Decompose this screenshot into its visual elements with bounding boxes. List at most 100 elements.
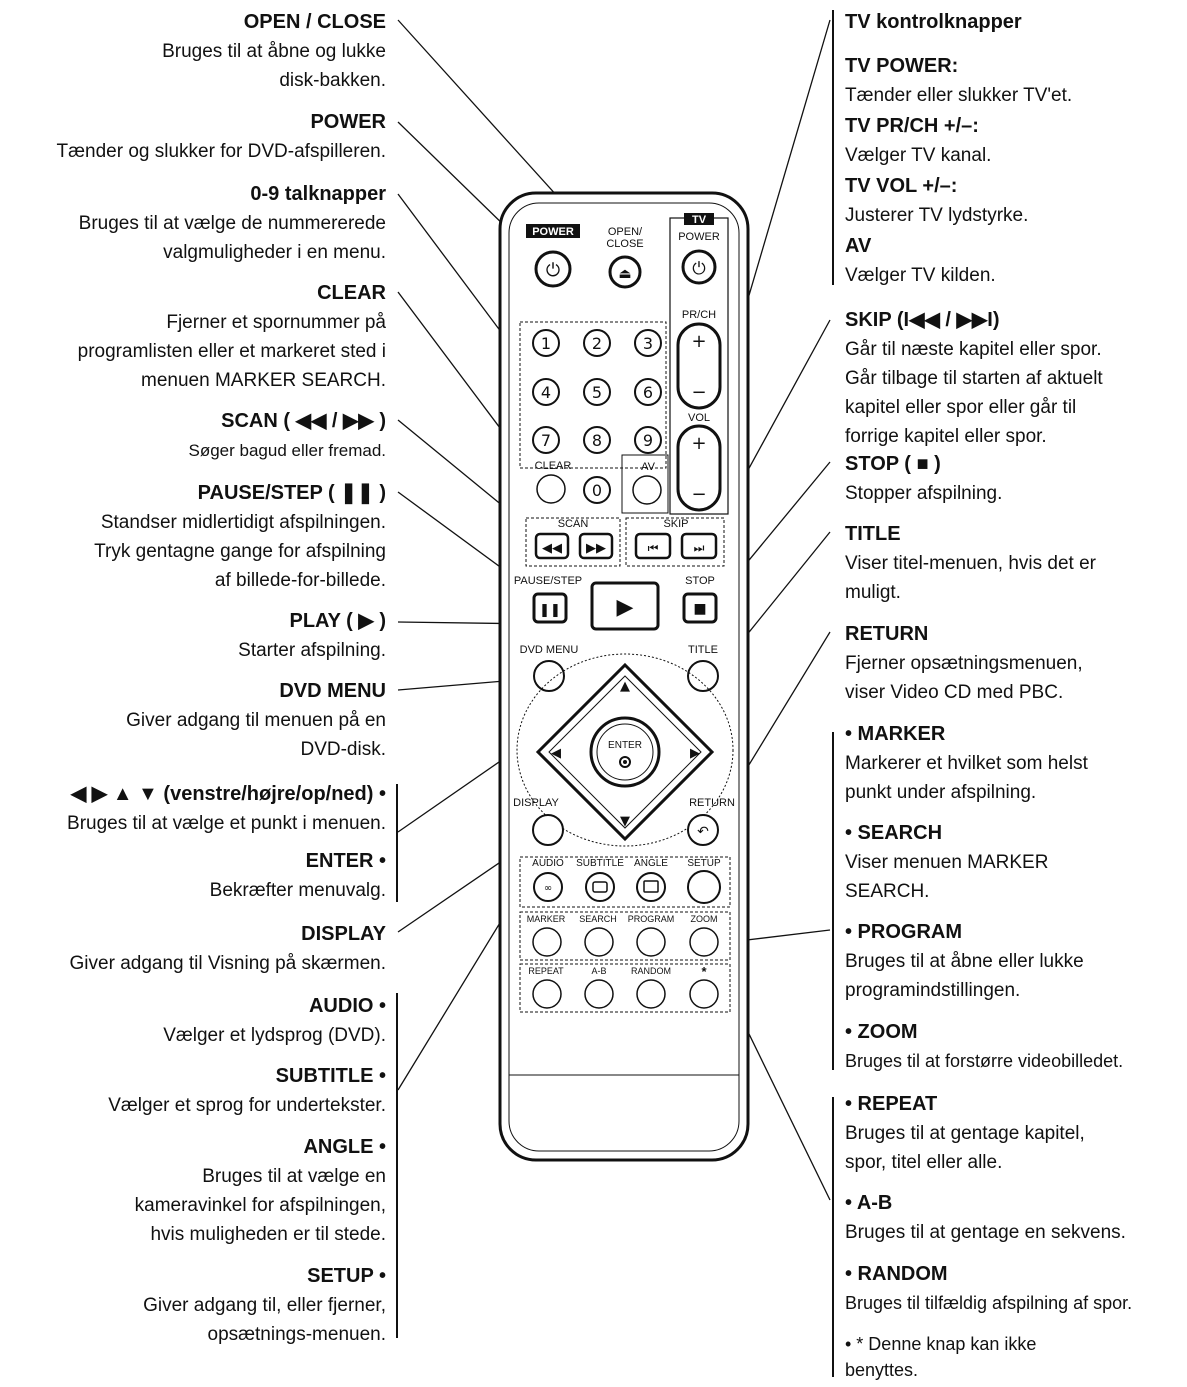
title-button[interactable] xyxy=(687,660,719,692)
search-button[interactable] xyxy=(584,927,614,957)
digit-label: 3 xyxy=(643,334,653,353)
scan-back-button[interactable]: ◀◀ xyxy=(534,532,570,560)
vol-minus-icon: − xyxy=(691,484,706,505)
subtitle-button[interactable] xyxy=(585,872,615,902)
arrow-right-icon[interactable]: ▶ xyxy=(690,746,700,761)
rewind-icon: ◀◀ xyxy=(542,541,562,556)
display-button[interactable] xyxy=(532,814,564,846)
scan-forward-button[interactable]: ▶▶ xyxy=(578,532,614,560)
bracket-marker-zoom xyxy=(832,732,834,1070)
digit-button-5[interactable]: 6 xyxy=(634,378,662,406)
digit-button-1[interactable]: 2 xyxy=(583,329,611,357)
angle-button[interactable] xyxy=(636,872,666,902)
digit-circle xyxy=(583,426,611,454)
label-stop: STOP ( ■ ) Stopper afspilning. xyxy=(845,453,1003,504)
label-zoom: • ZOOM Bruges til at forstørre videobill… xyxy=(845,1021,1124,1071)
marker-button[interactable] xyxy=(532,927,562,957)
tv-power-button[interactable]: ⏻ xyxy=(681,249,717,285)
digit-label: 1 xyxy=(541,334,551,353)
digit-circle xyxy=(583,476,611,504)
random-button[interactable] xyxy=(636,979,666,1009)
audio-button[interactable]: ∞ xyxy=(533,872,563,902)
digit-button-4[interactable]: 5 xyxy=(583,378,611,406)
return-button[interactable]: ↶ xyxy=(687,814,719,846)
remote-vol-label: VOL xyxy=(688,412,710,424)
play-icon: ▶ xyxy=(617,595,634,620)
digit-circle xyxy=(583,329,611,357)
label-pause-step: PAUSE/STEP ( ❚❚ ) Standser midlertidigt … xyxy=(94,482,386,591)
remote-power-label: POWER xyxy=(532,226,574,238)
repeat-button[interactable] xyxy=(532,979,562,1009)
enter-button[interactable]: ENTER xyxy=(589,716,661,788)
digit-button-8[interactable]: 9 xyxy=(634,426,662,454)
setup-button[interactable] xyxy=(687,870,721,904)
subtitle-icon xyxy=(592,881,608,893)
digit-button-6[interactable]: 7 xyxy=(532,426,560,454)
digit-circle xyxy=(532,426,560,454)
digit-button-2[interactable]: 3 xyxy=(634,329,662,357)
skip-forward-button[interactable]: ⏭ xyxy=(680,532,718,560)
remote-dvd-menu-label: DVD MENU xyxy=(520,644,579,656)
arrow-left-icon[interactable]: ◀ xyxy=(551,746,561,761)
bracket-repeat-star xyxy=(832,1097,834,1377)
digit-button-0[interactable]: 1 xyxy=(532,329,560,357)
fast-forward-icon: ▶▶ xyxy=(586,541,606,556)
remote-marker-label: MARKER xyxy=(527,914,566,924)
digit-button-7[interactable]: 8 xyxy=(583,426,611,454)
label-tv-vol: TV VOL +/–: Justerer TV lydstyrke. xyxy=(845,175,1029,226)
arrow-down-icon[interactable]: ▼ xyxy=(620,814,630,829)
audio-icon: ∞ xyxy=(544,883,552,894)
remote-scan-label: SCAN xyxy=(558,518,589,530)
remote-angle-label: ANGLE xyxy=(634,858,668,869)
program-button[interactable] xyxy=(636,927,666,957)
label-return: RETURN Fjerner opsætningsmenuen,viser Vi… xyxy=(845,623,1083,703)
digit-circle xyxy=(532,378,560,406)
dvd-menu-button[interactable] xyxy=(533,660,565,692)
pr-ch-rocker[interactable]: + − xyxy=(676,322,722,410)
remote-star-label: * xyxy=(701,964,707,979)
open-close-button[interactable]: ⏏ xyxy=(608,255,642,289)
label-random: • RANDOM Bruges til tilfældig afspilning… xyxy=(845,1263,1133,1313)
remote-enter-label: ENTER xyxy=(608,740,642,751)
label-tv-prch: TV PR/CH +/–: Vælger TV kanal. xyxy=(845,115,992,166)
clear-button[interactable] xyxy=(536,474,566,504)
av-button[interactable] xyxy=(632,475,662,505)
arrow-up-icon[interactable]: ▲ xyxy=(620,679,630,694)
digit-circle xyxy=(583,378,611,406)
digit-button-3[interactable]: 4 xyxy=(532,378,560,406)
vol-plus-icon: + xyxy=(691,433,706,454)
star-button[interactable] xyxy=(689,979,719,1009)
digit-label: 6 xyxy=(643,383,653,402)
remote-open-close-label-1: OPEN/ xyxy=(608,226,643,238)
remote-display-label: DISPLAY xyxy=(513,797,559,809)
label-number-buttons: 0-9 talknapper Bruges til at vælge de nu… xyxy=(78,183,386,263)
play-button[interactable]: ▶ xyxy=(590,581,660,631)
remote-return-label: RETURN xyxy=(689,797,735,809)
remote-random-label: RANDOM xyxy=(631,966,671,976)
power-icon: ⏻ xyxy=(546,260,560,281)
digit-circle xyxy=(532,329,560,357)
digit-circle xyxy=(634,329,662,357)
digit-label: 7 xyxy=(541,431,551,450)
label-enter: ENTER • Bekræfter menuvalg. xyxy=(209,850,386,901)
pause-step-button[interactable]: ❚❚ xyxy=(532,592,568,624)
digit-label: 9 xyxy=(643,431,653,450)
remote-program-label: PROGRAM xyxy=(628,914,675,924)
power-button[interactable]: ⏻ xyxy=(534,250,572,288)
stop-button[interactable]: ■ xyxy=(682,592,718,624)
ab-button[interactable] xyxy=(584,979,614,1009)
vol-rocker[interactable]: + − xyxy=(676,424,722,512)
digit-button-9[interactable]: 0 xyxy=(583,476,611,504)
remote-subtitle-label: SUBTITLE xyxy=(576,858,624,869)
skip-back-button[interactable]: ⏮ xyxy=(634,532,672,560)
digit-label: 2 xyxy=(592,334,602,353)
skip-back-icon: ⏮ xyxy=(648,541,659,555)
zoom-button[interactable] xyxy=(689,927,719,957)
label-scan: SCAN ( ◀◀ / ▶▶ ) Søger bagud eller frema… xyxy=(188,410,387,460)
